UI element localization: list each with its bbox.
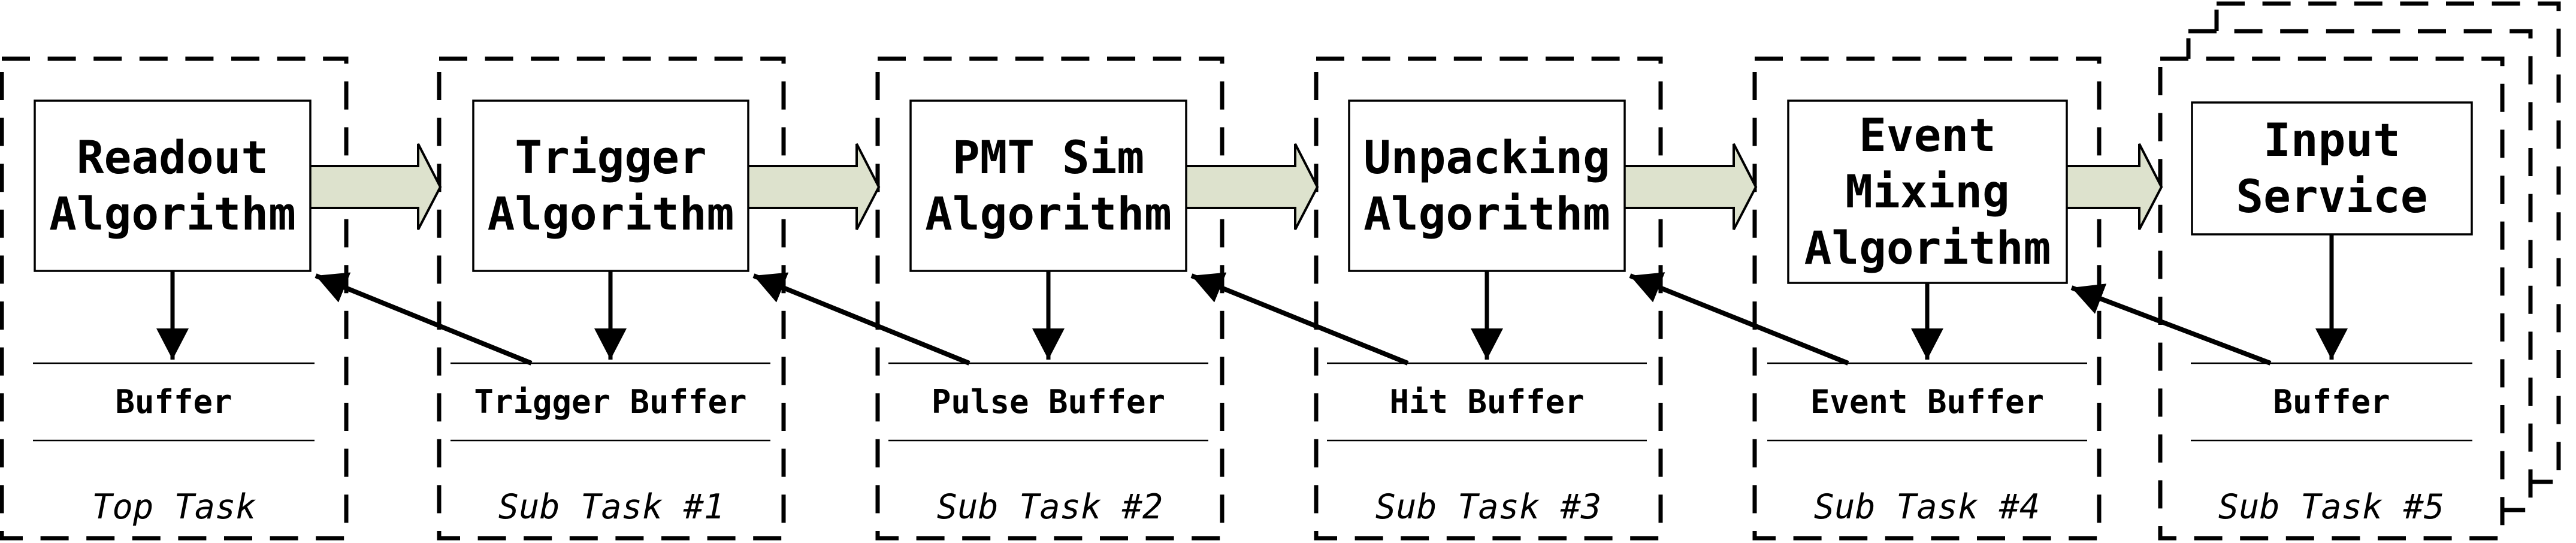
task-label-sub-task-5: Sub Task #5 (2218, 487, 2445, 527)
buffer-label-1: Buffer (115, 383, 232, 421)
flow-arrow-2-icon (746, 143, 881, 230)
algorithm-label-unpacking: Unpacking Algorithm (1363, 131, 1610, 240)
read-arrow-1-icon (315, 272, 533, 366)
task-label-sub-task-2: Sub Task #2 (936, 487, 1163, 527)
algorithm-box-5 (1787, 99, 2068, 284)
flow-arrow-5-icon (2064, 143, 2163, 230)
read-arrow-2-icon (752, 272, 970, 366)
algorithm-label-trigger: Trigger Algorithm (487, 131, 734, 240)
flow-arrow-4-icon (1622, 143, 1758, 230)
buffer-label-6: Buffer (2273, 383, 2390, 421)
buffer-label-3: Pulse Buffer (931, 383, 1166, 421)
algorithm-box-3 (909, 99, 1187, 272)
read-arrow-4-icon (1629, 272, 1849, 366)
flow-arrow-3-icon (1184, 143, 1319, 230)
algorithm-box-6 (2191, 101, 2473, 236)
task-label-sub-task-3: Sub Task #3 (1375, 487, 1602, 527)
task-label-sub-task-4: Sub Task #4 (1813, 487, 2040, 527)
algorithm-label-readout: Readout Algorithm (49, 131, 296, 240)
algorithm-box-2 (472, 99, 749, 272)
buffer-label-5: Event Buffer (1810, 383, 2045, 421)
task-label-sub-task-1: Sub Task #1 (498, 487, 725, 527)
algorithm-label-input-service: Input Service (2236, 113, 2428, 223)
read-arrow-5-icon (2070, 283, 2272, 366)
task-label-top-task: Top Task (92, 487, 256, 527)
buffer-label-2: Trigger Buffer (474, 383, 747, 421)
buffer-label-4: Hit Buffer (1389, 383, 1585, 421)
algorithm-label-event-mixing: Event Mixing Algorithm (1804, 108, 2051, 274)
algorithm-label-pmt-sim: PMT Sim Algorithm (925, 131, 1172, 240)
read-arrow-3-icon (1190, 272, 1409, 366)
flow-arrow-1-icon (308, 143, 442, 230)
algorithm-box-4 (1348, 99, 1626, 272)
